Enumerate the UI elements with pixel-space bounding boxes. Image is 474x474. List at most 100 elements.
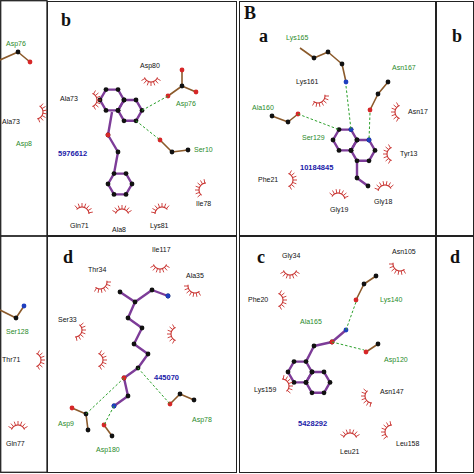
eyelash-spoke [164,204,165,208]
ligand-atom [106,133,111,138]
oxygen-atom [28,60,33,65]
residue-name: Gly34 [282,252,300,260]
eyelash-spoke [167,206,170,209]
ligand-atom [349,148,354,153]
eyelash-spoke [89,212,93,214]
hydrophobic-contact [381,421,392,439]
eyelash-spoke [342,190,344,193]
ligand-atom [122,118,127,123]
hydrophobic-contact [288,170,297,189]
residue-bond [272,114,298,122]
eyelash-spoke [39,365,42,368]
hydrophobic-contact [150,264,169,273]
eyelash-spoke [162,269,163,273]
ligand-atom [106,182,111,187]
eyelash-arc [343,433,356,438]
eyelash-spoke [381,432,385,433]
ligand-atom [292,359,297,364]
eyelash-spoke [98,289,100,293]
hydrophobic-contact [75,323,86,341]
eyelash-spoke [386,147,389,150]
hydrophobic-contact [36,350,45,369]
residue-name: Asn147 [380,388,404,396]
ligand-atom [322,390,327,395]
residue-bond [0,306,24,318]
ligand-atom [304,380,309,385]
residue-name: Thr34 [88,266,106,274]
residue-name: Phe20 [248,296,268,304]
eyelash-spoke [336,189,338,193]
eyelash-spoke [107,282,111,283]
hydrophobic-contact [375,181,394,191]
hydrophobic-contact [282,375,293,393]
eyelash-spoke [201,180,203,183]
eyelash-arc [11,425,24,430]
eyelash-spoke [167,334,171,335]
eyelash-spoke [391,112,395,113]
eyelash-spoke [88,209,91,211]
eyelash-spoke [390,266,394,267]
eyelash-spoke [287,379,290,382]
eyelash-spoke [325,98,329,99]
eyelash-arc [98,353,103,366]
eyelash-spoke [199,292,201,295]
ligand-atom [116,87,121,92]
residue-bond [0,52,30,62]
eyelash-spoke [100,350,102,353]
carbon-atom [312,56,317,61]
eyelash-spoke [383,154,387,155]
eyelash-spoke [401,271,403,275]
carbon-atom [178,392,183,397]
eyelash-spoke [291,173,294,176]
eyelash-arc [393,263,404,271]
eyelash-spoke [204,179,206,183]
eyelash-spoke [397,118,399,121]
residue-bond [356,276,376,300]
eyelash-spoke [289,386,293,387]
ligand-atom [355,138,360,143]
nitrogen-atom [166,294,171,299]
eyelash-spoke [290,186,292,189]
residue-bond [160,140,188,152]
ligand-atom [310,370,315,375]
hbond-residue: Asp180 [96,446,120,454]
eyelash-spoke [100,366,102,369]
eyelash-spoke [82,326,86,327]
ligand-bond [108,174,132,195]
eyelash-spoke [356,435,359,437]
ligand-atom [349,148,354,153]
ligand-atom [322,370,327,375]
hbond-residue: Asp120 [384,356,408,364]
eyelash-spoke [41,356,45,357]
residue-name: Phe21 [258,176,278,184]
eyelash-spoke [42,107,45,109]
eyelash-arc [332,193,345,199]
ligand-bond [108,112,118,174]
ligand-atom [310,390,315,395]
residue-name: Gly18 [374,198,392,206]
hbond-residue: Ser129 [302,134,325,142]
eyelash-spoke [104,288,106,291]
hbond-residue: Ser128 [6,328,29,336]
carbon-atom [376,92,381,97]
eyelash-spoke [103,356,107,357]
eyelash-spoke [87,206,90,209]
ligand-atom [104,108,109,113]
eyelash-spoke [153,82,154,86]
residue-name: Ala35 [186,272,204,280]
residue-name: Ser33 [58,316,77,324]
eyelash-spoke [352,430,353,434]
eyelash-spoke [141,79,144,81]
eyelash-spoke [382,428,386,429]
eyelash-spoke [11,424,14,427]
carbon-atom [186,148,191,153]
eyelash-spoke [330,193,333,196]
hydrophobic-contact [313,95,330,107]
hbond-residue: Lys140 [380,296,402,304]
eyelash-arc [288,173,293,186]
eyelash-spoke [158,204,159,208]
eyelash-spoke [105,287,108,290]
eyelash-spoke [107,284,111,285]
residue-name: Lys161 [296,78,318,86]
